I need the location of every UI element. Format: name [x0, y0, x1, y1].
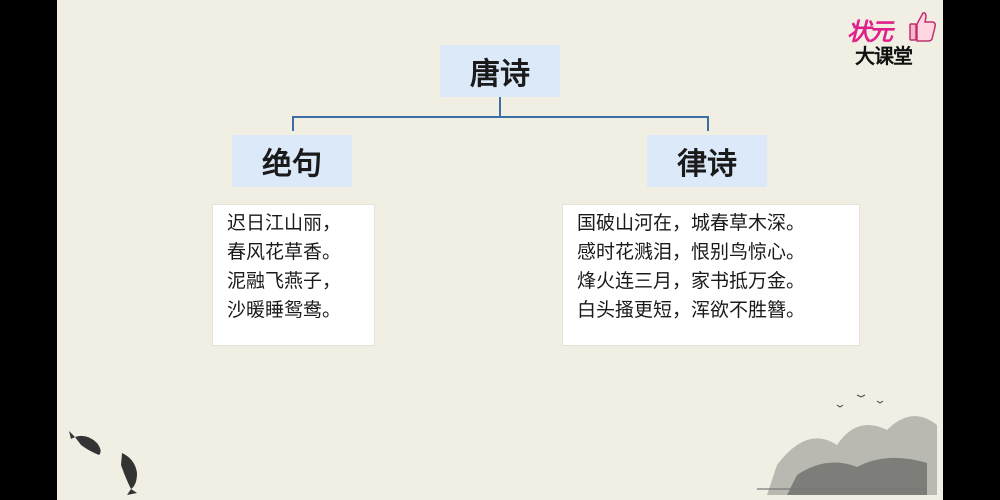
poem-line: 烽火连三月，家书抵万金。 — [577, 270, 806, 292]
brand-name-line2: 大课堂 — [855, 44, 913, 68]
fish-icon — [69, 431, 137, 495]
poem-line: 感时花溅泪，恨别鸟惊心。 — [577, 241, 806, 263]
poem-line: 迟日江山丽， — [227, 212, 342, 234]
brand-logo: 状元 大课堂 — [837, 10, 937, 68]
poem-lvshi-box: 国破山河在，城春草木深。 感时花溅泪，恨别鸟惊心。 烽火连三月，家书抵万金。 白… — [562, 204, 860, 346]
thumbs-up-icon — [909, 12, 936, 42]
node-lvshi: 律诗 — [647, 135, 767, 187]
landscape-icon — [757, 394, 937, 495]
poem-line: 泥融飞燕子， — [227, 270, 342, 292]
poem-line: 白头搔更短，浑欲不胜簪。 — [577, 299, 806, 321]
poem-line: 春风花草香。 — [227, 241, 342, 263]
poem-line: 国破山河在，城春草木深。 — [577, 212, 806, 234]
poem-line: 沙暖睡鸳鸯。 — [227, 299, 342, 321]
slide: 状元 大课堂 唐诗 绝句 律诗 迟日江山丽， 春风花草香。 泥融飞燕子， 沙暖睡… — [57, 0, 943, 500]
node-jueju: 绝句 — [232, 135, 352, 187]
tree-connector — [292, 97, 709, 131]
root-node-tang-poetry: 唐诗 — [440, 45, 560, 97]
brand-name-line1: 状元 — [847, 18, 893, 46]
poem-jueju-box: 迟日江山丽， 春风花草香。 泥融飞燕子， 沙暖睡鸳鸯。 — [212, 204, 375, 346]
